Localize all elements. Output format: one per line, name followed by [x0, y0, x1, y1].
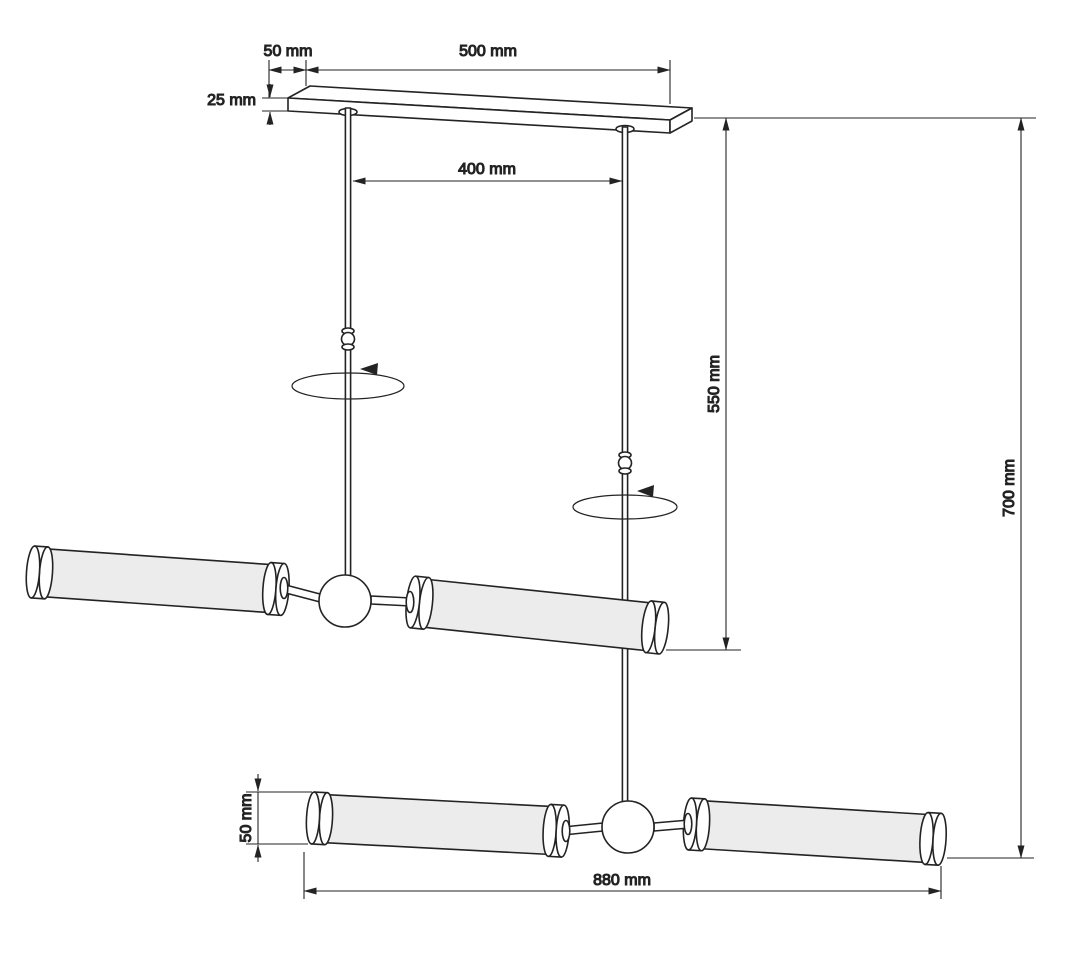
dim-bar-length-label: 880 mm: [593, 872, 651, 889]
ceiling-mount-plate: [287, 85, 693, 134]
upper-light-bar: [23, 544, 672, 656]
upper-right-tube: [403, 574, 672, 656]
dim-plate-depth-label: 50 mm: [264, 43, 313, 60]
dim-plate-thickness: 25 mm: [207, 84, 290, 125]
dim-upper-drop: 550 mm: [666, 117, 741, 651]
dim-upper-drop-label: 550 mm: [706, 355, 723, 413]
swivel-joint-lower: [617, 451, 633, 475]
rotation-arrow-icon: [360, 363, 378, 375]
lower-bar-connectors: [561, 812, 693, 843]
dim-lower-drop-label: 700 mm: [1001, 459, 1018, 517]
lower-center-ball: [601, 800, 655, 854]
dim-bar-length: 880 mm: [303, 852, 942, 899]
rotation-indicator-upper: [291, 363, 405, 400]
upper-center-ball: [318, 574, 372, 628]
dim-tube-diameter-label: 50 mm: [238, 794, 255, 843]
dim-plate-thickness-label: 25 mm: [207, 92, 256, 109]
plate-end-face: [669, 107, 693, 134]
dim-plate-length-label: 500 mm: [459, 43, 517, 60]
lower-right-tube: [681, 796, 949, 867]
lower-light-bar: [304, 790, 949, 867]
dim-plate-length: 500 mm: [305, 42, 671, 104]
lower-left-tube: [304, 790, 572, 859]
dim-rod-spacing-label: 400 mm: [458, 161, 516, 178]
rotation-arrow-icon: [637, 485, 654, 497]
dim-lower-drop: 700 mm: [947, 117, 1034, 859]
upper-left-tube: [23, 544, 292, 617]
rotation-indicator-lower: [572, 485, 678, 520]
suspension-rods: [344, 107, 629, 803]
dim-tube-diameter: 50 mm: [237, 774, 312, 862]
dim-plate-depth: 50 mm: [263, 42, 313, 98]
swivel-joint-upper: [340, 327, 356, 351]
dim-rod-spacing: 400 mm: [352, 160, 623, 185]
